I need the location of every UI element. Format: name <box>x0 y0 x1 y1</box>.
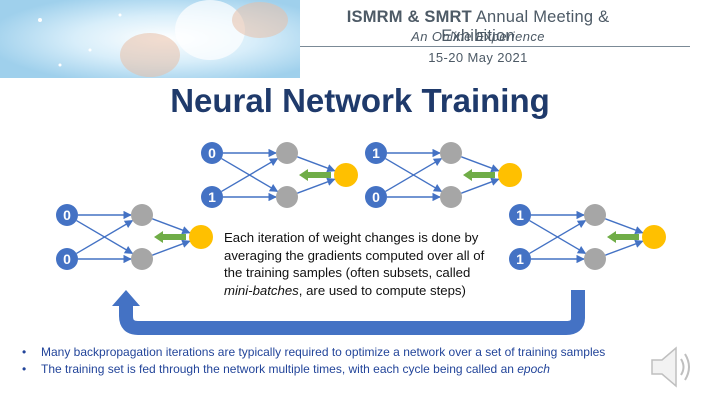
output-node <box>189 225 213 249</box>
network-edge <box>461 156 500 173</box>
network-edge <box>529 219 587 255</box>
network-edge <box>221 157 279 193</box>
bullet-item: Many backpropagation iterations are typi… <box>22 344 702 361</box>
input-node <box>56 248 78 270</box>
banner-event: Annual Meeting & Exhibition <box>441 8 610 45</box>
description-text-2: , are used to compute steps) <box>298 282 466 298</box>
bullet-item: The training set is fed through the netw… <box>22 361 702 378</box>
error-backprop-arrow <box>299 169 331 181</box>
hidden-node <box>584 204 606 226</box>
bullet-text: The training set is fed through the netw… <box>41 362 518 376</box>
iteration-description: Each iteration of weight changes is done… <box>224 229 494 299</box>
network-edge <box>461 177 500 194</box>
output-node <box>334 163 358 187</box>
input-value: 1 <box>208 189 216 205</box>
input-value: 0 <box>372 189 380 205</box>
hidden-node <box>276 142 298 164</box>
banner-subtitle: An Online Experience <box>411 29 545 44</box>
network-edge <box>605 239 644 256</box>
bullet-italic: epoch <box>517 362 550 376</box>
input-node <box>201 142 223 164</box>
input-node <box>201 186 223 208</box>
slide-title: Neural Network Training <box>170 82 550 119</box>
input-node <box>509 248 531 270</box>
description-text-1: Each iteration of weight changes is done… <box>224 230 485 280</box>
banner-org: ISMRM & SMRT <box>346 8 472 26</box>
network-edge <box>152 218 191 235</box>
input-value: 1 <box>516 251 524 267</box>
bullet-list: Many backpropagation iterations are typi… <box>22 344 702 378</box>
output-node <box>498 163 522 187</box>
network-edge <box>76 219 134 255</box>
loop-arrow-head <box>112 290 140 306</box>
error-backprop-arrow <box>154 231 186 243</box>
input-node <box>509 204 531 226</box>
input-node <box>56 204 78 226</box>
error-backprop-arrow <box>607 231 639 243</box>
error-backprop-arrow <box>463 169 495 181</box>
conference-banner: ISMRM & SMRT Annual Meeting & Exhibition… <box>0 0 720 78</box>
network-edge <box>297 177 336 194</box>
networks-layer: 0 1 1 0 0 0 1 1 <box>56 142 666 270</box>
hidden-node <box>131 204 153 226</box>
hidden-node <box>276 186 298 208</box>
input-value: 1 <box>372 145 380 161</box>
loop-arrow <box>119 290 585 335</box>
network-edge <box>152 239 191 256</box>
network-edge <box>605 218 644 235</box>
hidden-node <box>584 248 606 270</box>
speaker-icon[interactable] <box>648 344 698 390</box>
banner-divider <box>300 46 690 47</box>
banner-artwork <box>0 0 300 78</box>
description-term: mini-batches <box>224 282 299 298</box>
input-value: 0 <box>63 207 71 223</box>
hidden-node <box>440 142 462 164</box>
hidden-node <box>131 248 153 270</box>
banner-dates: 15-20 May 2021 <box>428 50 528 65</box>
input-value: 0 <box>208 145 216 161</box>
bullet-text: Many backpropagation iterations are typi… <box>41 345 606 359</box>
input-value: 0 <box>63 251 71 267</box>
input-node <box>365 186 387 208</box>
hidden-node <box>440 186 462 208</box>
banner-title: ISMRM & SMRT Annual Meeting & Exhibition <box>308 8 648 46</box>
network-edge <box>385 157 443 193</box>
network-edge <box>297 156 336 173</box>
input-node <box>365 142 387 164</box>
input-value: 1 <box>516 207 524 223</box>
output-node <box>642 225 666 249</box>
